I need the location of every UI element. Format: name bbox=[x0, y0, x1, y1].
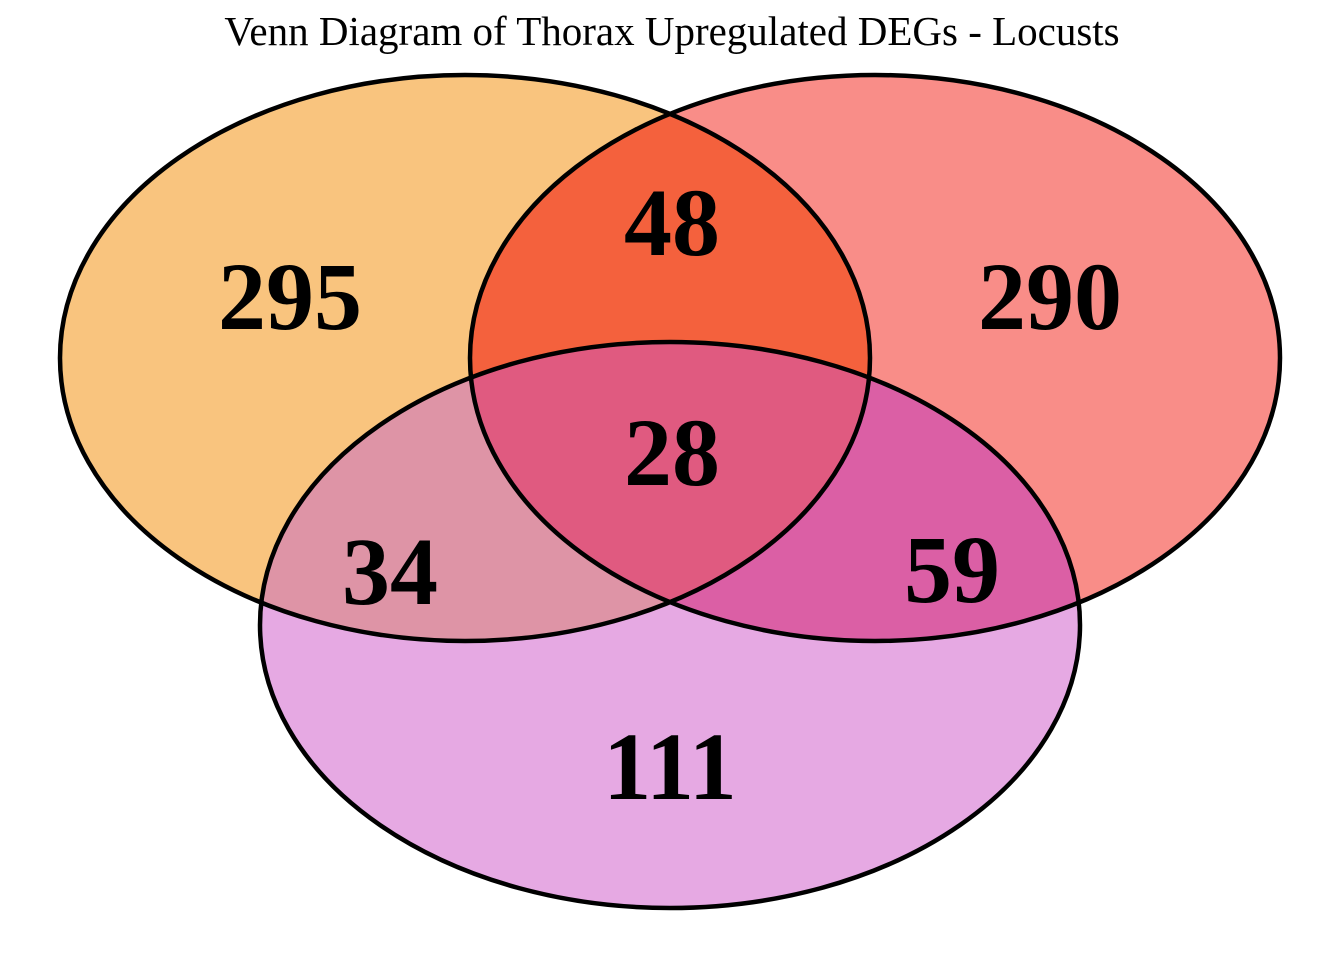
count-left-bottom-overlap: 34 bbox=[342, 518, 438, 625]
overlap-center-fill bbox=[470, 342, 870, 641]
count-right-bottom-overlap: 59 bbox=[904, 516, 1000, 623]
chart-title: Venn Diagram of Thorax Upregulated DEGs … bbox=[224, 8, 1119, 54]
set-bottom-outline bbox=[257, 339, 1083, 911]
count-center-overlap: 28 bbox=[624, 399, 720, 506]
set-left-outline bbox=[57, 72, 873, 644]
venn-region-counts: 295 290 48 28 34 59 111 bbox=[218, 169, 1122, 820]
count-left-right-overlap: 48 bbox=[624, 169, 720, 276]
venn-set-outlines bbox=[57, 72, 1283, 911]
count-left-only: 295 bbox=[218, 243, 362, 350]
count-right-only: 290 bbox=[978, 243, 1122, 350]
overlap-center-group bbox=[470, 342, 870, 641]
set-right-outline bbox=[467, 72, 1283, 644]
count-bottom-only: 111 bbox=[603, 713, 736, 820]
